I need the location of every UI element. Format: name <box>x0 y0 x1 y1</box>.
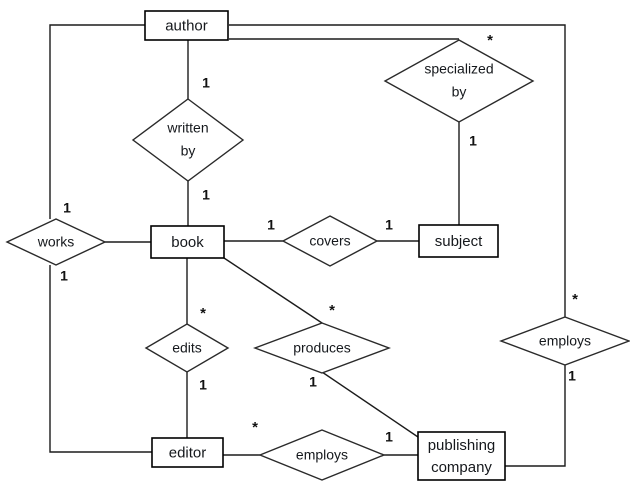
entity-box-subject[interactable] <box>418 224 499 258</box>
entity-editor[interactable]: editor <box>151 437 224 468</box>
edge-author-to-employs_right <box>229 24 566 317</box>
relationship-employs_right[interactable]: employs <box>499 316 630 366</box>
cardinality-layer: 1 1 * 1 1 1 1 1 * 1 * 1 * 1 * 1 <box>60 32 578 445</box>
relationship-label-employs_bottom: employs <box>296 447 348 463</box>
cardinality-specialized_by-subject: 1 <box>469 133 477 149</box>
relationship-diamond-written_by[interactable] <box>131 98 245 182</box>
entity-label-editor: editor <box>169 444 207 461</box>
relationship-label-specialized_by-line2: by <box>452 84 467 100</box>
entity-box-author[interactable] <box>144 10 229 41</box>
cardinality-author-specialized_by: * <box>487 32 493 49</box>
cardinality-book-edits: * <box>200 305 206 322</box>
relationship-employs_bottom[interactable]: employs <box>258 429 386 481</box>
relationship-label-employs_right: employs <box>539 333 591 349</box>
entity-box-publishing_company[interactable] <box>417 431 506 481</box>
relationship-diamond-specialized_by[interactable] <box>383 39 535 123</box>
cardinality-editor-employs_bottom: * <box>252 419 258 436</box>
relationship-diamond-covers[interactable] <box>281 215 379 267</box>
relationship-diamond-employs_right[interactable] <box>499 316 630 366</box>
edge-author-to-works <box>49 24 145 219</box>
relationship-specialized_by[interactable]: specialized by <box>383 39 535 123</box>
cardinality-edits-editor: 1 <box>199 377 207 393</box>
entity-label-author: author <box>165 17 208 34</box>
relationship-edits[interactable]: edits <box>144 323 230 373</box>
cardinality-author-works: 1 <box>63 200 71 216</box>
cardinality-employs_right-publishing_company: 1 <box>568 368 576 384</box>
relationship-diamond-employs_bottom[interactable] <box>258 429 386 481</box>
relationship-works[interactable]: works <box>5 218 107 266</box>
relationship-label-written_by-line1: written <box>166 120 208 136</box>
relationship-label-specialized_by-line1: specialized <box>424 61 493 77</box>
entity-label-publishing_company-line2: company <box>431 459 492 476</box>
edge-book-to-produces <box>223 257 323 324</box>
entity-box-editor[interactable] <box>151 437 224 468</box>
relationship-label-produces: produces <box>293 340 351 356</box>
cardinality-employs_bottom-publishing_company: 1 <box>385 429 393 445</box>
entity-book[interactable]: book <box>150 225 225 259</box>
entity-publishing_company[interactable]: publishing company <box>417 431 506 481</box>
entity-box-book[interactable] <box>150 225 225 259</box>
cardinality-produces-publishing_company: 1 <box>309 374 317 390</box>
relationship-diamond-produces[interactable] <box>252 322 392 374</box>
cardinality-author-employs_right: * <box>572 291 578 308</box>
edge-produces-to-publishing_company <box>321 371 419 438</box>
cardinality-author-written_by: 1 <box>202 75 210 91</box>
entity-label-book: book <box>171 234 204 251</box>
edges-layer <box>49 24 566 467</box>
entity-label-publishing_company-line1: publishing <box>428 437 496 454</box>
relationship-label-works: works <box>37 234 75 250</box>
edge-works-to-editor <box>49 265 152 453</box>
relationship-label-written_by-line2: by <box>181 143 196 159</box>
entity-author[interactable]: author <box>144 10 229 41</box>
relationship-label-covers: covers <box>309 233 350 249</box>
relationship-produces[interactable]: produces <box>252 322 392 374</box>
cardinality-written_by-book: 1 <box>202 187 210 203</box>
entity-subject[interactable]: subject <box>418 224 499 258</box>
cardinality-book-produces: * <box>329 302 335 319</box>
cardinality-book-covers: 1 <box>267 217 275 233</box>
relationship-covers[interactable]: covers <box>281 215 379 267</box>
edge-employs_right-to-publishing_company <box>505 365 566 467</box>
cardinality-works-editor: 1 <box>60 268 68 284</box>
relationship-diamond-edits[interactable] <box>144 323 230 373</box>
relationship-written_by[interactable]: written by <box>131 98 245 182</box>
relationship-diamond-works[interactable] <box>5 218 107 266</box>
entity-label-subject: subject <box>435 233 483 250</box>
relationship-label-edits: edits <box>172 340 202 356</box>
nodes-layer: author book subject editor publishing company… <box>5 10 630 481</box>
cardinality-covers-subject: 1 <box>385 217 393 233</box>
